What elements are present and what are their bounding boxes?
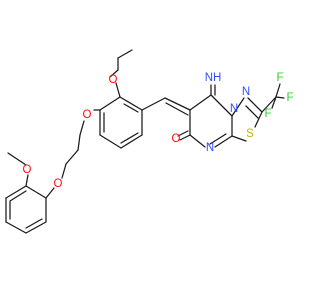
atom-n-imino: NH [205,72,222,84]
atom-o-chain-2: O [54,178,63,190]
atom-o-methoxy: O [23,164,32,176]
molecule-diagram: O O O O NH N N N S O F F F [5,49,294,234]
structure-svg: O O O O NH N N N S O F F F [5,49,294,234]
atom-o-carbonyl: O [172,133,181,145]
atom-n-thiadiazole: N [242,86,250,98]
atom-label-layer: O O O O NH N N N S O F F F [23,72,294,190]
atom-f-1: F [276,72,283,84]
bond-layer [5,49,285,234]
atom-f-2: F [286,92,293,104]
atom-f-3: F [264,108,271,120]
atom-n-bridge: N [230,103,238,115]
atom-o-ether-ring: O [83,109,92,121]
atom-s-ring: S [246,128,254,140]
atom-o-ethoxy: O [109,74,118,86]
atom-n-pyrimidine: N [206,142,214,154]
